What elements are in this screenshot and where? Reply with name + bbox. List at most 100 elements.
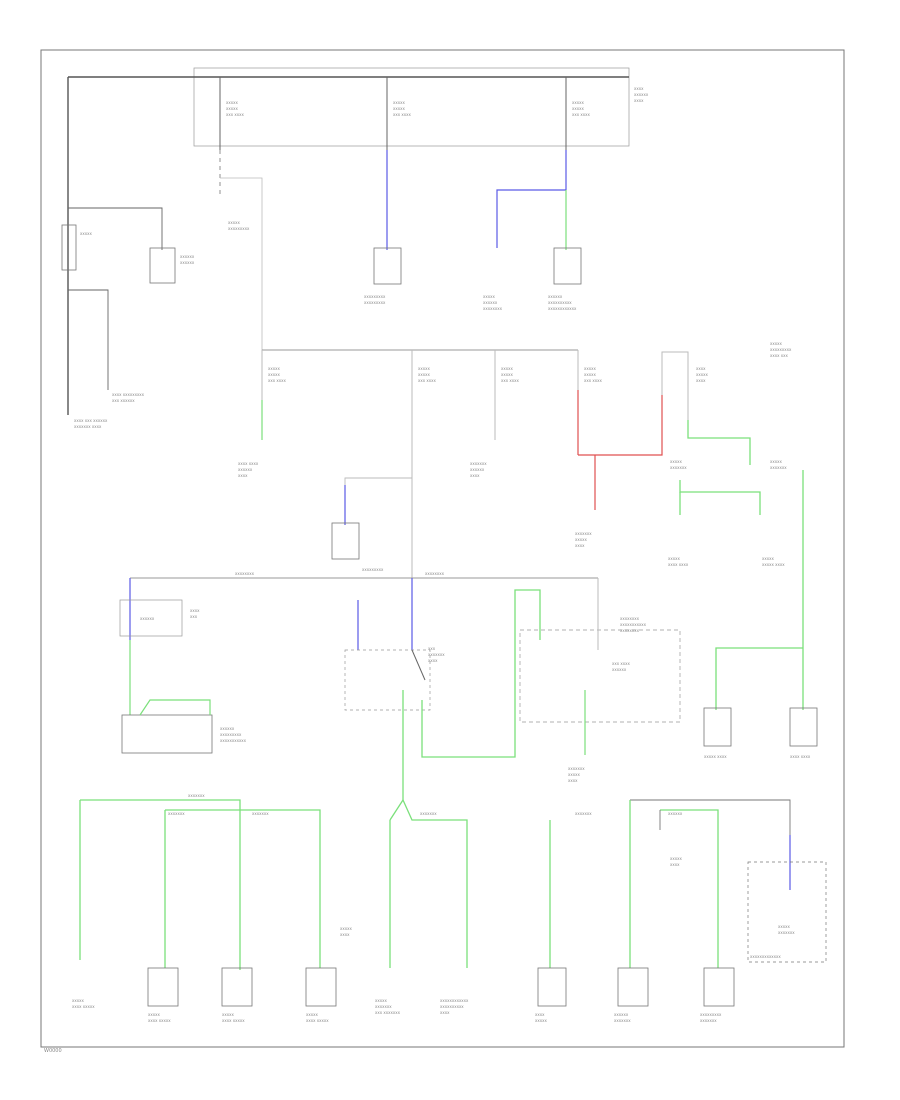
svg-text:xxxxx: xxxxx [393, 100, 405, 105]
svg-text:xxxx: xxxx [428, 658, 438, 663]
svg-text:xxxxxxx: xxxxxxx [420, 811, 437, 816]
headlight-circuit: xxxxxxxxxxxx xxxxxxxxxxxx xxxxxxxxx xxxx… [668, 420, 818, 759]
svg-text:xxxxxx: xxxxxx [483, 300, 498, 305]
svg-text:xxxxxxxx: xxxxxxxx [483, 306, 503, 311]
svg-text:xxxx: xxxx [568, 778, 578, 783]
svg-text:xxxxx: xxxxx [268, 366, 280, 371]
svg-text:xxxxxx: xxxxxx [668, 811, 683, 816]
svg-text:xxxx xxxx: xxxx xxxx [668, 562, 689, 567]
svg-text:xxx xxxx: xxx xxxx [501, 378, 519, 383]
svg-text:xxxxx: xxxxx [226, 100, 238, 105]
svg-text:xxxx: xxxx [575, 543, 585, 548]
svg-text:xxxxx: xxxxx [418, 366, 430, 371]
svg-text:xxxxxxxxx: xxxxxxxxx [364, 300, 386, 305]
svg-text:xxx xxxx: xxx xxxx [268, 378, 286, 383]
svg-text:xxxxxxx: xxxxxxx [375, 1004, 392, 1009]
svg-text:xxxxx: xxxxx [762, 556, 774, 561]
svg-text:xxxxx: xxxxx [483, 294, 495, 299]
svg-text:xxxxxxxxx: xxxxxxxxx [770, 347, 792, 352]
svg-text:xxx xxxx: xxx xxxx [418, 378, 436, 383]
svg-text:xxxx: xxxx [696, 378, 706, 383]
svg-text:xxxxxxxx: xxxxxxxx [235, 571, 255, 576]
svg-text:xxxxxxxx: xxxxxxxx [620, 628, 640, 633]
svg-text:xxxxx: xxxxx [80, 231, 92, 236]
svg-text:xxxx: xxxx [670, 862, 680, 867]
svg-text:xxx xxxxxx: xxx xxxxxx [112, 398, 135, 403]
svg-text:xxxx: xxxx [190, 608, 200, 613]
svg-text:xxxxxxx: xxxxxxx [575, 811, 592, 816]
svg-text:xxxxxxxxxx: xxxxxxxxxx [440, 1004, 464, 1009]
svg-text:xxxx xxx: xxxx xxx [770, 353, 788, 358]
svg-text:xxxxx: xxxxx [148, 1012, 160, 1017]
battery-circuit: xxxxx xxxxxxxxxxxx xxxx xxxxxxxxxxxx xxx… [61, 77, 195, 429]
svg-text:xxxxxxxxx: xxxxxxxxx [220, 732, 242, 737]
svg-text:xxxxxx: xxxxxx [180, 260, 195, 265]
svg-text:xxxx xxxx: xxxx xxxx [790, 754, 811, 759]
svg-text:xxxxxxx: xxxxxxx [778, 930, 795, 935]
svg-text:xxxxx xxxx: xxxxx xxxx [704, 754, 727, 759]
svg-text:xxxxxx: xxxxxx [634, 92, 649, 97]
diagram-border [40, 49, 845, 1048]
svg-text:xxxxx: xxxxx [340, 926, 352, 931]
svg-text:xxxxx: xxxxx [584, 366, 596, 371]
svg-text:xxxxx: xxxxx [770, 459, 782, 464]
svg-text:xxxxxxx: xxxxxxx [470, 461, 487, 466]
svg-text:xxxx xxxx: xxxx xxxx [238, 461, 259, 466]
svg-text:xxxx xxxxx: xxxx xxxxx [72, 1004, 95, 1009]
svg-text:xxxxx: xxxxx [72, 998, 84, 1003]
svg-text:xxxx: xxxx [238, 473, 248, 478]
svg-text:xxxxxxxxx: xxxxxxxxx [228, 226, 250, 231]
svg-text:xxxxx: xxxxx [670, 856, 682, 861]
svg-text:xxxxx: xxxxx [668, 556, 680, 561]
svg-text:xxxxxxxx: xxxxxxxx [425, 571, 445, 576]
svg-text:xxxxxxxxx: xxxxxxxxx [362, 567, 384, 572]
svg-text:xxxxx: xxxxx [393, 106, 405, 111]
svg-text:xxxxx: xxxxx [572, 106, 584, 111]
svg-text:xxxxxx: xxxxxx [614, 1012, 629, 1017]
svg-text:xxxxxxx: xxxxxxx [428, 652, 445, 657]
svg-text:xxxxx: xxxxx [584, 372, 596, 377]
svg-text:xxxx: xxxx [470, 473, 480, 478]
svg-text:xxxxx: xxxxx [375, 998, 387, 1003]
svg-text:xxxxxx: xxxxxx [220, 726, 235, 731]
svg-text:xxxxxx: xxxxxx [140, 616, 155, 621]
svg-text:xxxxxxx: xxxxxxx [252, 811, 269, 816]
svg-text:xxxxxxx: xxxxxxx [168, 811, 185, 816]
svg-text:xxx xxxx: xxx xxxx [612, 661, 630, 666]
svg-text:xxxxx: xxxxx [501, 372, 513, 377]
svg-text:xxxxxx: xxxxxx [548, 294, 563, 299]
svg-text:xxxxx: xxxxx [418, 372, 430, 377]
svg-text:xxx xxxxxxx: xxx xxxxxxx [375, 1010, 401, 1015]
svg-text:xxxxxxx: xxxxxxx [568, 766, 585, 771]
svg-text:xxxx: xxxx [340, 932, 350, 937]
svg-text:xxxxxxx: xxxxxxx [614, 1018, 631, 1023]
svg-text:xxxx: xxxx [440, 1010, 450, 1015]
svg-text:xxxxxxxxxx: xxxxxxxxxx [548, 300, 572, 305]
svg-text:xxxxxxxxxxxx: xxxxxxxxxxxx [440, 998, 469, 1003]
svg-text:xxxxx: xxxxx [696, 372, 708, 377]
svg-text:xxx xxxx: xxx xxxx [584, 378, 602, 383]
svg-text:xxxx: xxxx [634, 86, 644, 91]
svg-text:xxxxx: xxxxx [670, 459, 682, 464]
ignition-bus: xxxxxxxxxxxxx xxxx xxxxxxxxxxxxx xxxx xx… [238, 349, 602, 578]
svg-text:xxxx xxxxx: xxxx xxxxx [148, 1018, 171, 1023]
svg-text:xxx xxxx: xxx xxxx [572, 112, 590, 117]
svg-text:xxxxxxxxx: xxxxxxxxx [700, 1012, 722, 1017]
svg-text:xxxxx: xxxxx [572, 100, 584, 105]
svg-text:xxxxxx: xxxxxx [180, 254, 195, 259]
svg-text:xxxx: xxxx [696, 366, 706, 371]
svg-text:xxxxxx: xxxxxx [238, 467, 253, 472]
svg-text:xxxxx: xxxxx [226, 106, 238, 111]
center-distribution: xxxxxxxxx xxxxxxxx xxxxxxxx [130, 477, 598, 579]
svg-text:xxxxxxx: xxxxxxx [188, 793, 205, 798]
svg-text:xxxxx: xxxxx [568, 772, 580, 777]
svg-text:xxxx xxxxx: xxxx xxxxx [306, 1018, 329, 1023]
